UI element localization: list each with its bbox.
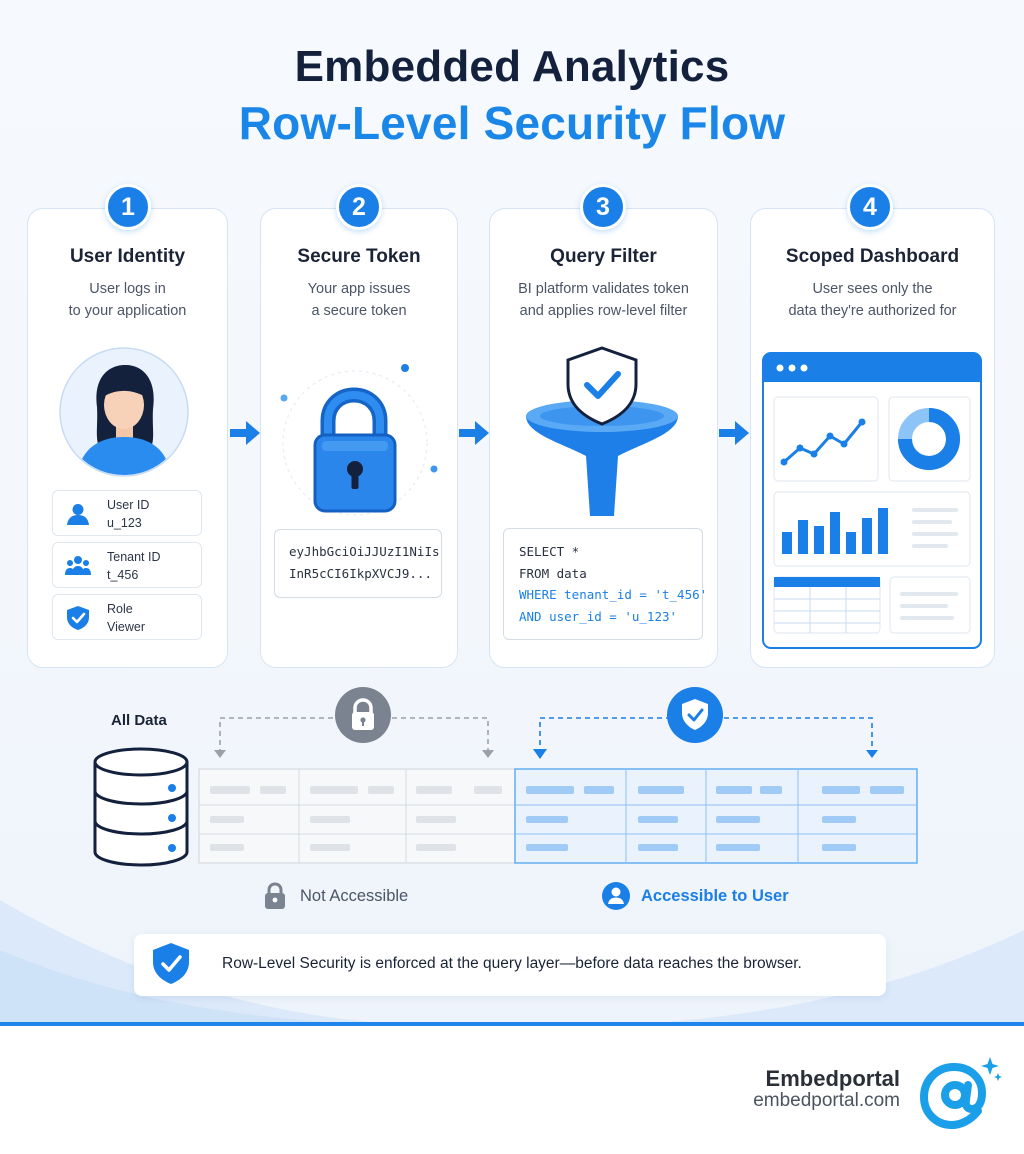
all-data-label: All Data (111, 712, 167, 729)
page-subtitle: Row-Level Security Flow (238, 97, 786, 149)
security-note: Row-Level Security is enforced at the qu… (134, 934, 886, 996)
token-display: eyJhbGciOiJJUzI1NiIs InR5cCI6IkpXVCJ9... (274, 529, 442, 598)
step-title: User Identity (69, 246, 186, 267)
shield-badge-icon (667, 687, 723, 743)
shield-check-icon (153, 943, 189, 984)
user-id-field: User ID u_123 (52, 490, 202, 536)
dashboard-mockup (762, 352, 982, 649)
lock-badge-icon (335, 687, 391, 743)
flow-arrow-icon (230, 421, 260, 445)
padlock-icon (280, 364, 438, 516)
brand-name: Embedportal (765, 1066, 900, 1091)
access-brackets (214, 717, 878, 759)
not-accessible-label: Not Accessible (300, 887, 409, 905)
step-number-badge: 2 (336, 184, 382, 230)
database-icon (93, 747, 189, 867)
sql-query-display: SELECT * FROM data WHERE tenant_id = 't_… (503, 528, 707, 640)
step-number-badge: 3 (580, 184, 626, 230)
role-field: Role Viewer (52, 594, 202, 640)
tenant-id-field: Tenant ID t_456 (52, 542, 202, 588)
user-icon (67, 504, 89, 525)
filter-funnel-icon (526, 346, 678, 516)
footer-divider (0, 1022, 1024, 1026)
page-title: Embedded Analytics (294, 42, 730, 91)
background-wave (0, 900, 1024, 1026)
step-title: Query Filter (550, 246, 657, 267)
user-avatar-icon (59, 347, 189, 477)
accessible-label: Accessible to User (641, 887, 789, 905)
step-title: Secure Token (297, 246, 421, 267)
shield-check-icon (67, 606, 89, 630)
users-group-icon (65, 556, 91, 575)
data-table (198, 768, 918, 864)
lock-legend-icon (265, 882, 285, 909)
security-note-text: Row-Level Security is enforced at the qu… (222, 955, 802, 972)
brand-logo-icon (920, 1057, 1002, 1129)
brand-url: embedportal.com (753, 1090, 900, 1111)
step-number-badge: 1 (105, 184, 151, 230)
flow-arrow-icon (459, 421, 489, 445)
step-number-badge: 4 (847, 184, 893, 230)
flow-arrow-icon (719, 421, 749, 445)
step-title: Scoped Dashboard (785, 246, 960, 267)
user-legend-icon (602, 882, 630, 910)
